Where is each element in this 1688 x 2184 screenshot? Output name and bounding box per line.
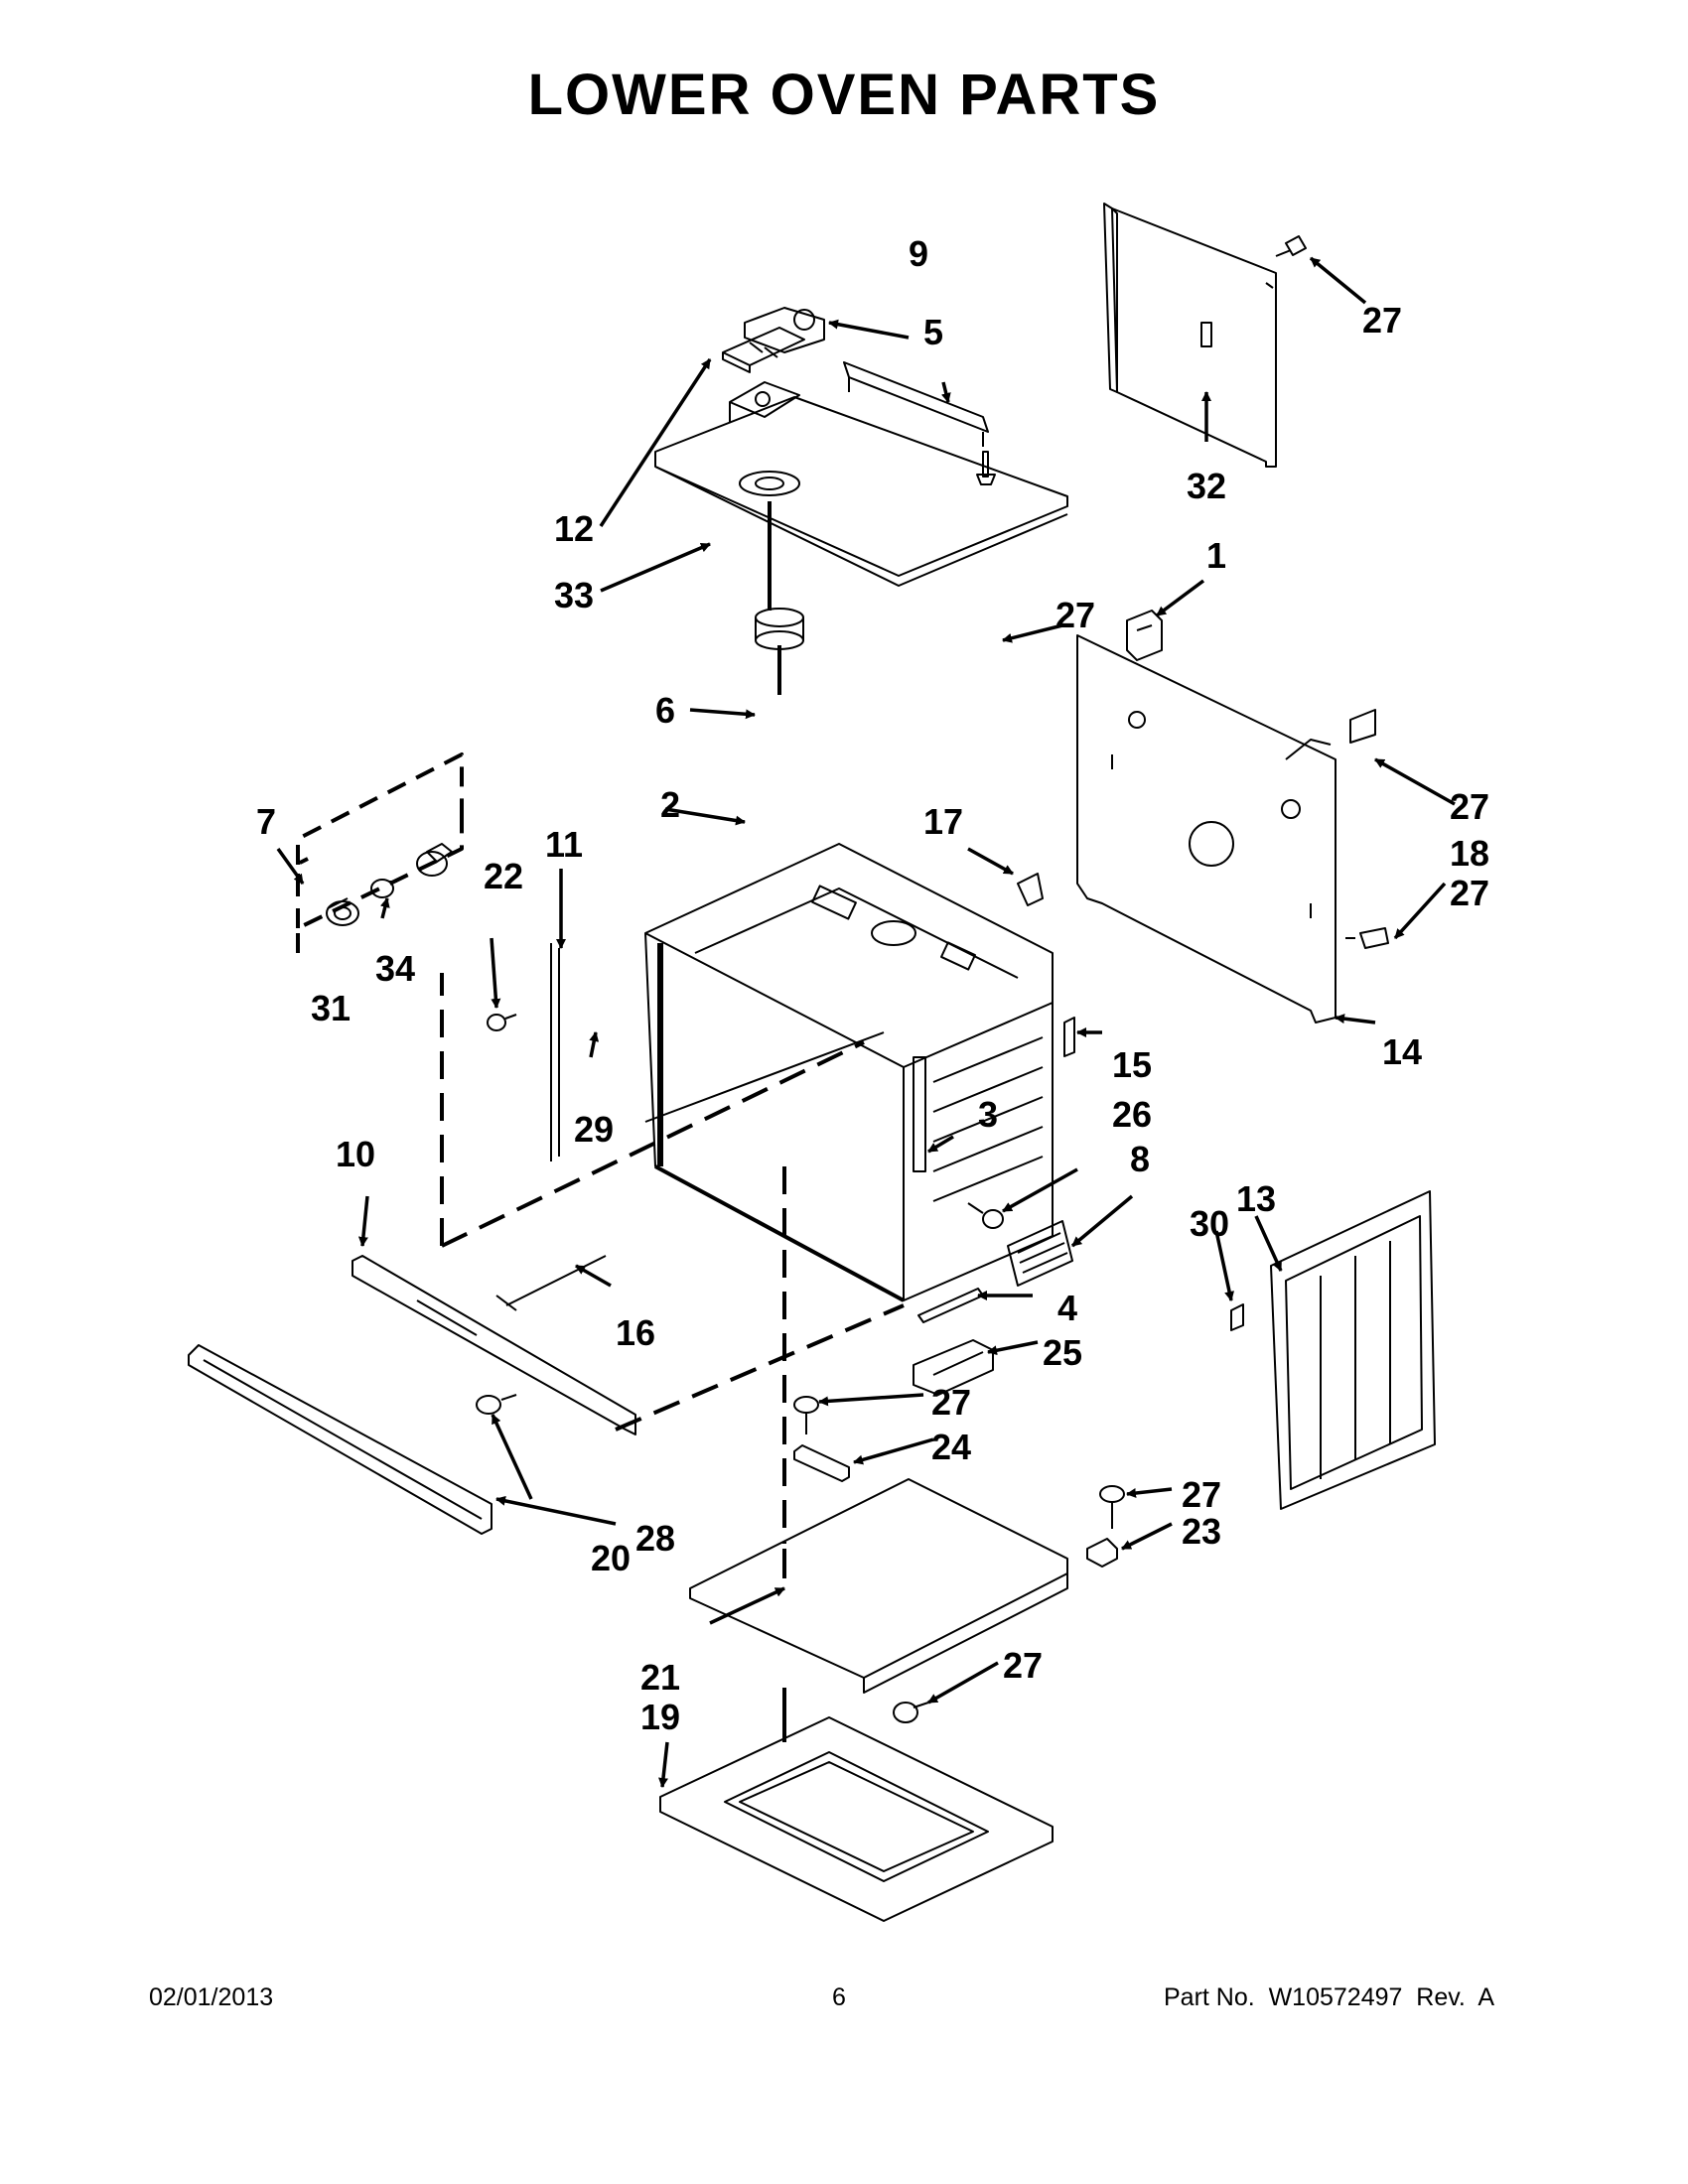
- callout-7: 7: [256, 801, 276, 842]
- floor-plate-part: [689, 1478, 1068, 1694]
- bottom-plate-part: [659, 1716, 1054, 1922]
- rail-part-20: [188, 1344, 492, 1535]
- callout-16: 16: [616, 1312, 655, 1353]
- filter-part-8: [1007, 1220, 1073, 1287]
- callout-12: 12: [554, 508, 594, 549]
- oven-cavity-part: [644, 843, 1054, 1302]
- callout-34: 34: [375, 948, 415, 989]
- vent-tube-part: [755, 608, 804, 650]
- latch-part-18: [1285, 709, 1376, 760]
- top-plate-part: [654, 396, 1068, 587]
- part-25: [913, 1339, 994, 1396]
- callout-18: 18: [1450, 833, 1489, 874]
- callout-24: 24: [931, 1427, 971, 1467]
- rear-panel-part: [1103, 203, 1277, 468]
- part-15: [1063, 1017, 1075, 1057]
- screw-part-28: [476, 1394, 517, 1415]
- callout-1: 1: [1206, 535, 1226, 576]
- callout-27: 27: [1362, 300, 1402, 341]
- callout-33: 33: [554, 575, 594, 615]
- footer-page-number: 6: [832, 1983, 846, 2011]
- callout-22: 22: [484, 856, 523, 896]
- part-4: [917, 1288, 984, 1323]
- callout-28: 28: [635, 1518, 675, 1559]
- callout-9: 9: [909, 233, 928, 274]
- callout-15: 15: [1112, 1044, 1152, 1085]
- screw-part: [1275, 235, 1307, 257]
- knob-part-31: [326, 897, 359, 926]
- bracket-part-33: [729, 381, 800, 422]
- callout-13: 13: [1236, 1178, 1276, 1219]
- assembly-guide-lines: [440, 973, 905, 1544]
- screw-part-26: [967, 1202, 1004, 1229]
- callout-30: 30: [1190, 1203, 1229, 1244]
- callout-27-bottom-right: 27: [1182, 1474, 1221, 1515]
- callout-5: 5: [923, 312, 943, 352]
- screw-part: [976, 451, 996, 485]
- latch-switch-part: [744, 307, 825, 358]
- callout-10: 10: [336, 1134, 375, 1174]
- callout-4: 4: [1057, 1288, 1077, 1328]
- callout-6: 6: [655, 690, 675, 731]
- bracket-part-24: [793, 1444, 850, 1482]
- callout-20: 20: [591, 1538, 631, 1578]
- rack-support-part: [913, 1056, 926, 1172]
- callout-21: 21: [640, 1657, 680, 1698]
- callout-3: 3: [978, 1094, 998, 1135]
- page-title: LOWER OVEN PARTS: [527, 63, 1161, 127]
- callout-31: 31: [311, 988, 351, 1028]
- side-panel-part: [1076, 634, 1336, 1024]
- callout-19: 19: [640, 1697, 680, 1737]
- callout-29: 29: [574, 1109, 614, 1150]
- callout-27-floor: 27: [1003, 1645, 1043, 1686]
- screw-part: [893, 1702, 929, 1723]
- callout-27-right: 27: [1450, 786, 1489, 827]
- bracket-part-23: [1086, 1538, 1118, 1568]
- callout-8: 8: [1130, 1139, 1150, 1179]
- clip-part-17: [1017, 873, 1044, 906]
- callout-27-lower: 27: [1450, 873, 1489, 913]
- screw-part: [1099, 1485, 1125, 1529]
- rail-part-10: [352, 1255, 636, 1435]
- callout-14: 14: [1382, 1031, 1422, 1072]
- trim-part-9: [843, 361, 989, 447]
- callout-27-mid: 27: [931, 1382, 971, 1423]
- callout-11: 11: [545, 824, 583, 865]
- dashed-group-outline: [296, 814, 464, 953]
- clip-part-30: [1230, 1303, 1244, 1331]
- callout-26: 26: [1112, 1094, 1152, 1135]
- screw-part-22: [487, 1014, 517, 1031]
- screw-part: [1345, 927, 1389, 949]
- callout-32: 32: [1187, 466, 1226, 506]
- callout-27-top: 27: [1055, 595, 1095, 635]
- callout-25: 25: [1043, 1332, 1082, 1373]
- footer-date: 02/01/2013: [149, 1983, 274, 2011]
- callout-17: 17: [923, 801, 963, 842]
- screw-part: [793, 1396, 819, 1434]
- bracket-part-12: [722, 327, 805, 373]
- knob-part-34: [370, 879, 397, 898]
- footer-part-number: Part No. W10572497 Rev. A: [1164, 1983, 1495, 2011]
- guide-lines: [768, 501, 786, 1742]
- callout-2: 2: [660, 784, 680, 825]
- knob-part: [416, 843, 453, 877]
- rod-part-16: [495, 1255, 607, 1311]
- callout-leaders: [276, 256, 1456, 1788]
- callout-23: 23: [1182, 1511, 1221, 1552]
- side-panel-right-part: [1270, 1190, 1436, 1510]
- block-part-1: [1126, 610, 1163, 661]
